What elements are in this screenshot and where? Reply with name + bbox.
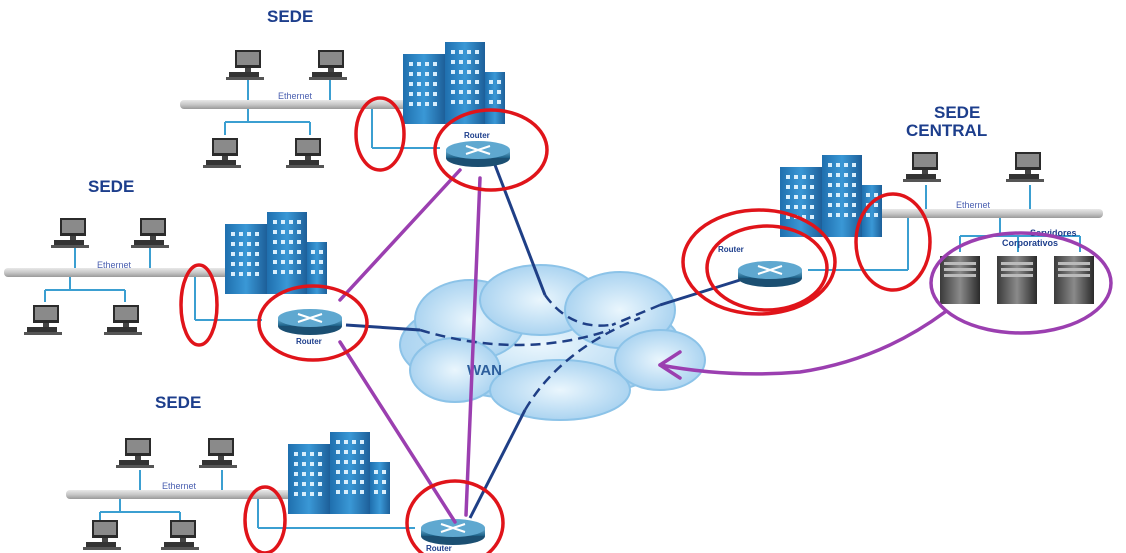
computer-icon	[116, 438, 154, 468]
router-label: Router	[296, 337, 322, 346]
computer-icon	[309, 50, 347, 80]
computer-icon	[203, 138, 241, 168]
router-icon	[420, 518, 486, 546]
servers-label-line1: Servidores	[1030, 228, 1077, 238]
computer-icon	[51, 218, 89, 248]
site-top: SEDE Ethernet Router	[180, 7, 511, 168]
building-icon	[780, 155, 882, 237]
building-icon	[288, 432, 390, 514]
computer-icon	[286, 138, 324, 168]
ethernet-bus	[66, 490, 296, 499]
computer-icon	[1006, 152, 1044, 182]
site-middle: SEDE Ethernet Router	[4, 177, 343, 346]
server-icon	[1054, 256, 1094, 304]
red-annotations	[179, 96, 932, 553]
router-label: Router	[464, 131, 490, 140]
site-title: SEDE	[155, 393, 201, 412]
cloud-icon	[399, 264, 706, 421]
ethernet-label: Ethernet	[278, 91, 313, 101]
site-title-line2: CENTRAL	[906, 121, 987, 140]
site-central: SEDE CENTRAL Ethernet Servidores Corpora…	[718, 103, 1103, 304]
router-icon	[737, 260, 803, 288]
wan-label: WAN	[467, 362, 502, 379]
router-label: Router	[426, 544, 452, 553]
computer-icon	[104, 305, 142, 335]
site-title: SEDE	[88, 177, 134, 196]
server-icon	[997, 256, 1037, 304]
router-label: Router	[718, 245, 744, 254]
computer-icon	[199, 438, 237, 468]
computer-icon	[226, 50, 264, 80]
ethernet-bus	[855, 209, 1103, 218]
computer-icon	[24, 305, 62, 335]
computer-icon	[161, 520, 199, 550]
computer-icon	[131, 218, 169, 248]
ethernet-label: Ethernet	[956, 200, 991, 210]
purple-annotations	[338, 168, 1113, 524]
wan-dashed-links	[419, 294, 661, 411]
building-icon	[225, 212, 327, 294]
wan-links	[345, 164, 741, 519]
site-bottom: SEDE Ethernet Router	[66, 393, 486, 553]
computer-icon	[83, 520, 121, 550]
wan-cloud: WAN	[399, 264, 706, 421]
ethernet-label: Ethernet	[162, 481, 197, 491]
site-title: SEDE	[267, 7, 313, 26]
router-icon	[277, 308, 343, 336]
ethernet-label: Ethernet	[97, 260, 132, 270]
server-icon	[940, 256, 980, 304]
ethernet-bus	[180, 100, 420, 109]
router-icon	[445, 140, 511, 168]
ethernet-bus	[4, 268, 229, 277]
servers-label-line2: Corporativos	[1002, 238, 1058, 248]
computer-icon	[903, 152, 941, 182]
site-title-line1: SEDE	[934, 103, 980, 122]
